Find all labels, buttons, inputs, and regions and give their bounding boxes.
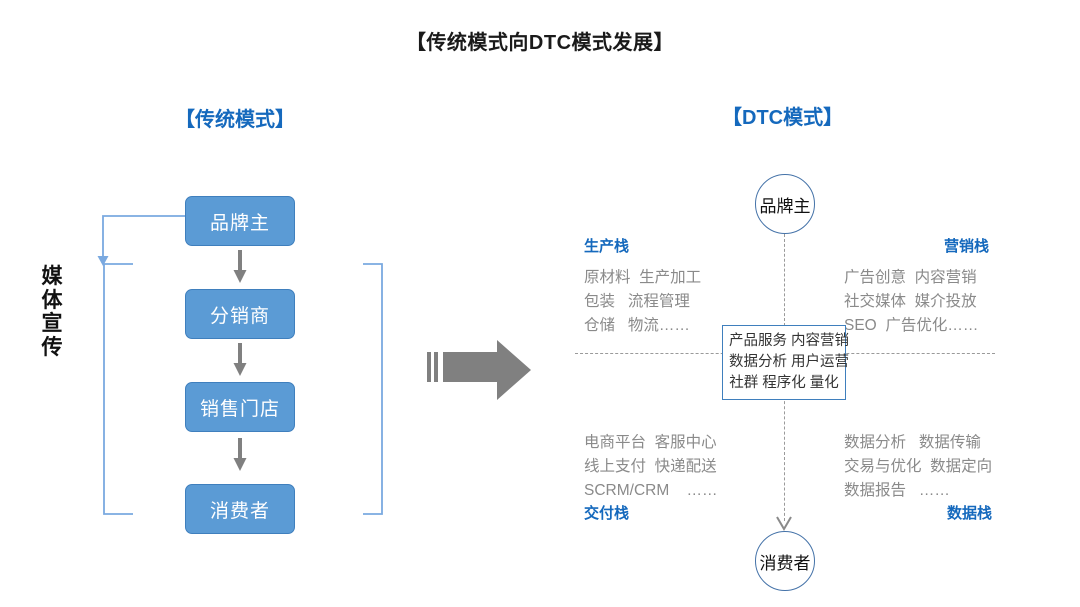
page-title: 【传统模式向DTC模式发展】 [405, 32, 675, 54]
flow-box-retail-store[interactable]: 销售门店 [185, 382, 295, 432]
brand-feedback-connector [97, 215, 196, 266]
stack-items-marketing: 广告创意 内容营销 社交媒体 媒介投放 SEO 广告优化…… [844, 269, 979, 335]
down-arrow-icon [233, 343, 247, 376]
down-arrow-icon [233, 250, 247, 283]
traditional-section-title: 【传统模式】 [175, 109, 295, 131]
flow-box-consumer[interactable]: 消费者 [185, 484, 295, 534]
stack-label-production: 生产栈 [584, 238, 630, 255]
stack-label-delivery: 交付栈 [584, 505, 630, 522]
media-bracket-left [103, 263, 133, 515]
stack-label-marketing: 营销栈 [944, 238, 990, 255]
dtc-brand-node[interactable]: 品牌主 [755, 174, 815, 234]
stack-items-data: 数据分析 数据传输 交易与优化 数据定向 数据报告 …… [844, 434, 993, 500]
stack-label-data: 数据栈 [947, 505, 993, 522]
dtc-center-capabilities-box[interactable]: 产品服务 内容营销 数据分析 用户运营 社群 程序化 量化 [722, 325, 849, 401]
dtc-section-title: 【DTC模式】 [722, 107, 844, 129]
media-promotion-label: 媒体宣传 [41, 265, 63, 359]
dtc-vertical-divider-bottom [784, 391, 785, 521]
down-arrow-icon [233, 438, 247, 471]
media-bracket-right [363, 263, 383, 515]
down-arrow-icon [776, 516, 792, 531]
dtc-consumer-node[interactable]: 消费者 [755, 531, 815, 591]
dtc-vertical-divider-top [784, 234, 785, 326]
stack-items-production: 原材料 生产加工 包装 流程管理 仓储 物流…… [584, 269, 702, 335]
stack-items-delivery: 电商平台 客服中心 线上支付 快递配送 SCRM/CRM …… [584, 434, 718, 500]
right-arrow-icon [427, 340, 531, 400]
flow-box-distributor[interactable]: 分销商 [185, 289, 295, 339]
flow-box-brand[interactable]: 品牌主 [185, 196, 295, 246]
